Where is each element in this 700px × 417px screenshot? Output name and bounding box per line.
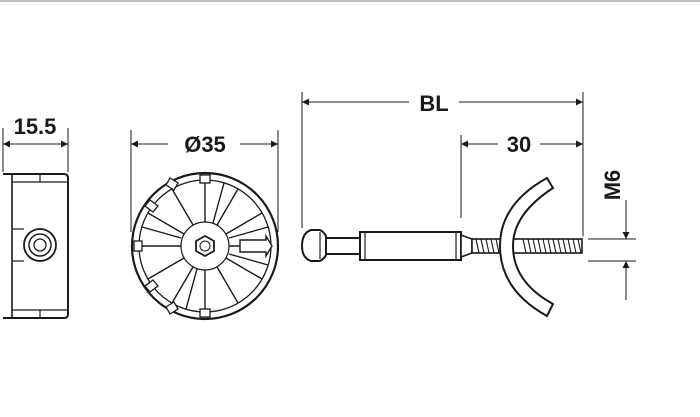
thread-size-label: M6 xyxy=(600,170,625,201)
hex-socket xyxy=(195,234,215,258)
diameter-label-front: Ø35 xyxy=(184,132,226,157)
bolt-length-label: BL xyxy=(419,91,448,116)
width-label: 15.5 xyxy=(14,114,57,139)
rotation-arrow xyxy=(239,233,273,259)
thread-length-label: 30 xyxy=(507,132,531,157)
rim-notches xyxy=(133,174,211,318)
housing-side-view xyxy=(2,128,69,319)
housing-front-view xyxy=(130,130,280,321)
spreader-sleeve xyxy=(498,176,555,318)
connecting-bolt xyxy=(300,92,636,318)
cam-spokes xyxy=(139,180,271,312)
top-border xyxy=(0,0,700,2)
